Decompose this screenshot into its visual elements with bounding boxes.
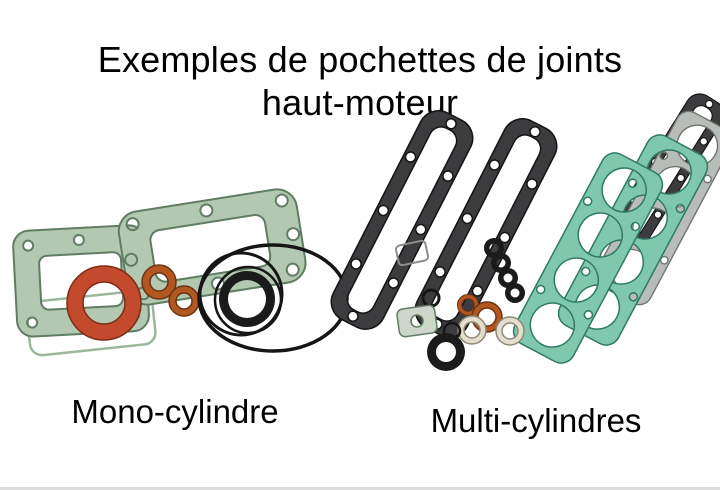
copper-rings: [141, 264, 200, 317]
page-title: Exemples de pochettes de joints haut-mot…: [0, 38, 720, 124]
copper-ring: [168, 285, 200, 317]
caption-mono-cylindre: Mono-cylindre: [71, 393, 279, 430]
rubber-seal-ring: [219, 271, 275, 327]
o-ring: [213, 265, 283, 335]
small-gasket-outline: [395, 239, 429, 267]
valve-cover-gasket-1: [323, 103, 481, 337]
bottom-edge-strip: [0, 487, 720, 490]
white-washer-ring: [457, 315, 487, 345]
white-washer-ring: [495, 316, 525, 346]
mono-cylinder-gasket-set: [12, 188, 349, 357]
exhaust-gasket-ring-red: [66, 265, 142, 341]
thick-seal-ring: [427, 333, 465, 371]
valve-cover-gasket: [323, 103, 481, 337]
caption-multi-cylindres: Multi-cylindres: [430, 402, 642, 439]
small-plate-gasket-shape: [396, 304, 438, 338]
multi-cylinder-gasket-set: [323, 87, 720, 371]
valve-seal: [505, 283, 525, 303]
copper-ring: [141, 264, 177, 300]
title-line-1: Exemples de pochettes de joints: [97, 39, 623, 81]
small-plate-gasket: [396, 304, 438, 338]
